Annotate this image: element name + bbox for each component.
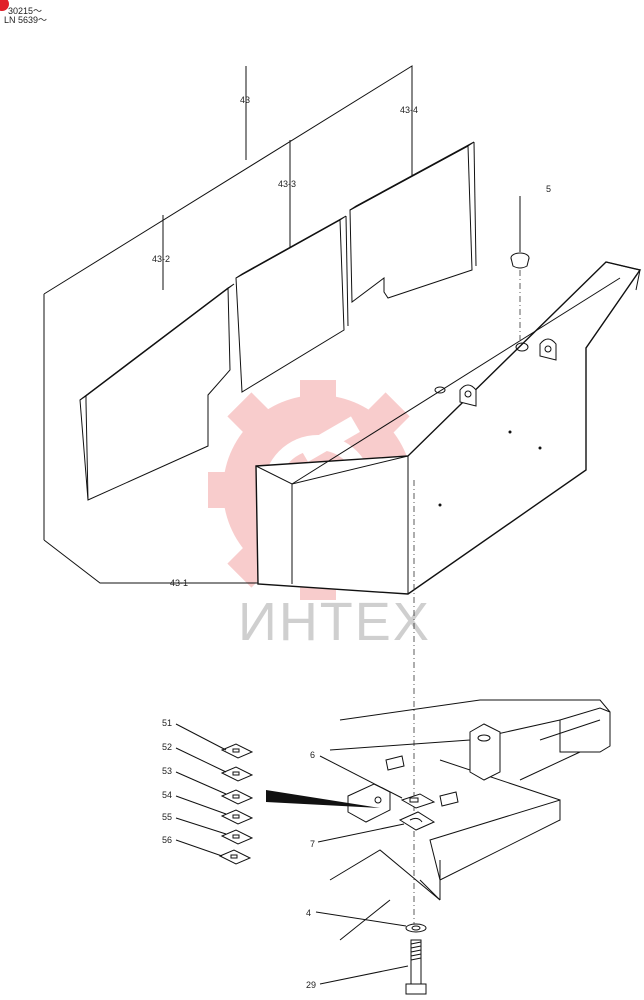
label-56: 56 [162,835,172,845]
vehicle-frame [329,699,611,941]
direction-arrow [266,790,380,808]
label-43-3: 43-3 [278,179,296,189]
shim-51 [220,743,254,759]
label-53: 53 [162,766,172,776]
label-43-4: 43-4 [400,105,418,115]
lifting-lug [539,338,557,361]
label-54: 54 [162,790,172,800]
bolt-part-29 [405,939,427,995]
shim-part-7 [398,811,436,831]
plate-43-3 [235,215,349,393]
label-7: 7 [310,839,315,849]
shim-part-6 [400,793,436,809]
plate-43-4 [349,141,477,303]
shim-53 [220,789,254,805]
label-29: 29 [306,980,316,990]
washer-part-4 [405,923,427,933]
shim-54 [220,809,254,825]
hole-icon [434,386,446,394]
plate-43-2 [79,283,235,501]
shim-52 [220,766,254,782]
shim-56 [218,849,252,865]
serial-range-2: LN 5639～ [4,15,48,25]
label-51: 51 [162,718,172,728]
leader-lines [175,196,521,985]
label-55: 55 [162,812,172,822]
label-43-2: 43-2 [152,254,170,264]
label-43: 43 [240,95,250,105]
label-52: 52 [162,742,172,752]
hole-icon [515,342,529,352]
cap-part-5 [510,252,530,340]
lifting-lug [459,384,477,407]
label-43-1: 43-1 [170,578,188,588]
label-6: 6 [310,750,315,760]
label-4: 4 [306,908,311,918]
counterweight-43-1 [255,261,642,595]
serial-range-1: 30215～ [8,6,43,16]
badge-icon [0,0,9,11]
shim-55 [220,829,254,845]
label-5: 5 [546,184,551,194]
shim-stack [218,743,254,865]
watermark-text: ИНТЕХ [238,592,431,652]
